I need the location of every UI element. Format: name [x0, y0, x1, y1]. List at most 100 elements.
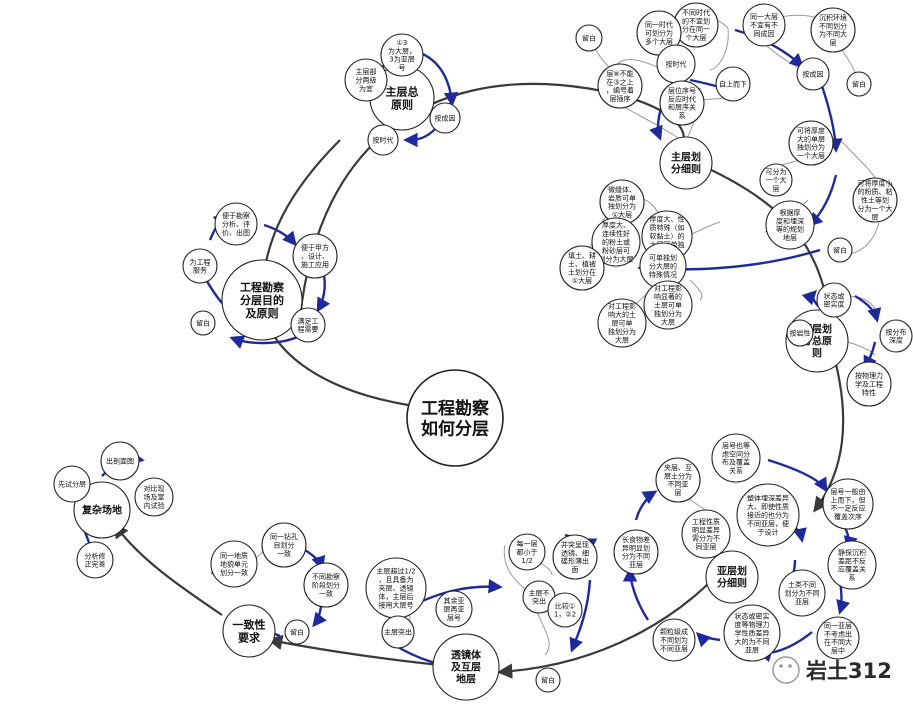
leaf-node-n49-label: 碟形薄出 — [561, 557, 589, 566]
hub-node-h4-label: 则 — [812, 347, 822, 360]
leaf-node-n42-label: 长食物差 — [622, 535, 650, 544]
hub-node-h5-circle — [705, 550, 759, 604]
leaf-node-n29: 便于甲方、设计、施工应用 — [292, 233, 338, 279]
leaf-node-n52-label: 其余亚 — [444, 596, 465, 605]
leaf-node-n34-label: 按岩性 — [790, 329, 811, 338]
leaf-node-n40-circle — [681, 509, 731, 559]
leaf-node-n42-label: 亚层 — [629, 561, 643, 569]
leaf-node-n23-label: 厚度大、性 — [650, 215, 685, 224]
leaf-node-n38-label: 不同亚 — [668, 481, 689, 489]
leaf-node-n15-label: 留白 — [852, 80, 866, 89]
leaf-node-n51-label: 接用大层号 — [379, 600, 414, 609]
leaf-node-n48-label: 1/2 — [521, 557, 532, 565]
hub-node-h5-label: 亚层划 — [717, 565, 747, 578]
leaf-node-n29-circle — [292, 233, 338, 279]
hub-node-h8-label: 复杂场地 — [81, 504, 122, 517]
leaf-node-n24-label: 特殊情况 — [649, 270, 677, 279]
leaf-node-n16-label: 可将厚度 — [797, 126, 825, 135]
hub-node-h3-label: 分层目的 — [240, 293, 284, 307]
leaf-node-n39-label: 于设计 — [758, 527, 779, 536]
leaf-node-n2-label: 分两级 — [356, 76, 377, 85]
leaf-node-n17-label: 层 — [773, 185, 780, 193]
leaf-node-n41-label: 层号一般由 — [831, 487, 866, 496]
hub-node-h6-circle — [432, 633, 500, 701]
hub-node-h6-label: 透镜体 — [451, 649, 482, 662]
leaf-node-n27-circle — [643, 280, 693, 330]
leaf-node-n28-circle — [214, 202, 258, 246]
leaf-node-n44-label: 划分为不同 — [785, 589, 820, 598]
leaf-node-n38-circle — [655, 457, 701, 503]
leaf-node-n59-circle — [284, 619, 310, 645]
leaf-node-n26-label: 独划分为 — [608, 327, 636, 336]
leaf-node-n2-label: 主层部 — [356, 67, 377, 76]
leaf-node-n13-label: 沉积环境 — [819, 13, 847, 22]
leaf-node-n8-label: 留白 — [582, 34, 596, 43]
leaf-node-n63-label: 分析修 — [85, 551, 106, 560]
leaf-node-n41-label: 覆盖次序 — [834, 512, 862, 521]
leaf-node-n26-label: 响大的土 — [608, 310, 636, 319]
leaf-node-n6-label: 同一时代 — [645, 20, 673, 29]
leaf-node-n48-label: 都小于 — [517, 548, 538, 557]
leaf-node-n40-label: 工程性质 — [692, 517, 720, 526]
leaf-node-n37-circle — [711, 433, 761, 483]
leaf-node-n15: 留白 — [846, 71, 872, 97]
leaf-node-n42-label: 分为不同 — [622, 552, 650, 561]
leaf-node-n21-label: 独划分为 — [608, 202, 636, 211]
leaf-node-n47-label: 不考虑出 — [824, 629, 852, 638]
leaf-node-n63-label: 正完善 — [85, 560, 106, 569]
leaf-node-n57-label: 同一地质 — [220, 551, 248, 560]
leaf-node-n39-circle — [736, 483, 800, 547]
leaf-node-n49-label: 并突呈现 — [561, 540, 589, 549]
leaf-node-n61-label: 先试分层 — [58, 480, 86, 489]
leaf-node-n45-label: 不同亚层 — [660, 645, 688, 653]
leaf-node-n43-label: 系 — [849, 573, 856, 582]
leaf-node-n1-label: 为大层， — [388, 46, 416, 55]
leaf-node-n54-circle — [547, 592, 583, 628]
leaf-node-n22-label: 粉砂层可 — [602, 246, 630, 255]
leaf-node-n41-label: 上而下，但 — [831, 495, 866, 504]
leaf-node-n47-label: 层中 — [831, 646, 845, 655]
leaf-node-n29-label: 、设计、 — [301, 252, 329, 261]
leaf-node-n42-circle — [613, 529, 659, 575]
leaf-node-n58-label: 阶段划分 — [312, 581, 340, 590]
leaf-node-n18-label: 性土等划 — [861, 196, 889, 205]
leaf-node-n44-label: 土类不同 — [788, 580, 816, 589]
hub-node-h5-label: 分细则 — [717, 577, 747, 590]
hub-node-h6-label: 及互层 — [451, 662, 481, 674]
leaf-node-n29-label: 施工应用 — [301, 260, 329, 269]
leaf-node-n8-circle — [575, 24, 603, 52]
leaf-node-n62-label: 内试验 — [144, 501, 165, 510]
leaf-node-n32: 留白 — [190, 310, 216, 336]
leaf-node-n3: 按成因 — [429, 102, 461, 134]
leaf-node-n59: 留白 — [284, 619, 310, 645]
leaf-node-n28-label: 价、出图 — [222, 228, 250, 237]
leaf-node-n1-label: ①3 — [397, 39, 408, 47]
leaf-node-n62-label: 场及室 — [144, 493, 165, 502]
leaf-node-n33-circle — [816, 282, 852, 318]
leaf-node-n24-label: 分大层的 — [649, 262, 677, 271]
leaf-node-n15-circle — [846, 71, 872, 97]
leaf-node-n46-label: 状态或密实 — [735, 612, 770, 621]
leaf-node-n58-label: 一致 — [319, 589, 333, 598]
leaf-node-n53-circle — [381, 615, 415, 649]
leaf-node-n38-label: 夹层、互 — [664, 463, 692, 472]
leaf-node-n14-label: 按成因 — [803, 70, 824, 79]
leaf-node-n57-circle — [210, 540, 258, 588]
leaf-node-n40-label: 同亚层 — [696, 543, 717, 551]
leaf-node-n21-label: 岩质可单 — [608, 193, 636, 202]
